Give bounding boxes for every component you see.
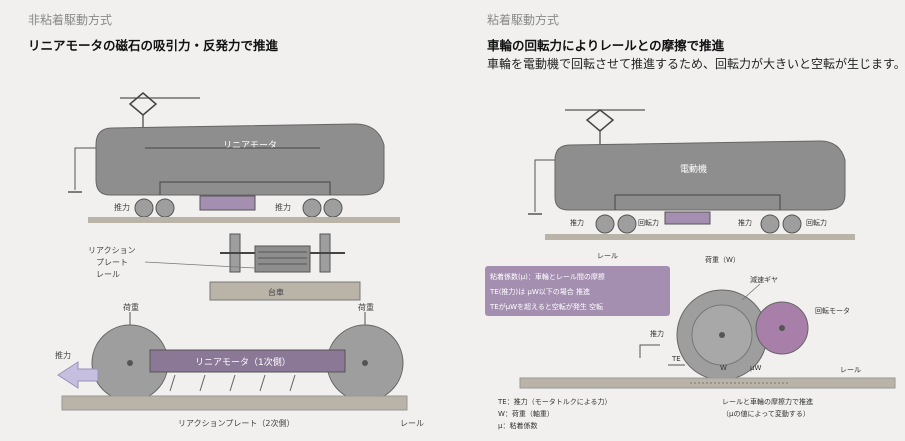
left-kicker: 非粘着駆動方式 (28, 13, 113, 27)
mu-w-label: μW (750, 364, 761, 372)
motor-box (199, 195, 256, 211)
car-body (554, 140, 846, 211)
right-panel: 粘着駆動方式 車輪の回転力によりレールとの摩擦で推進 車輪を電動機で回転させて推… (460, 0, 905, 441)
load-left-label: 荷重 (123, 302, 139, 312)
w-label: W (720, 364, 727, 372)
wheel-icon (155, 198, 175, 218)
big-wheels (91, 324, 404, 402)
thrust-arrow-icon (57, 361, 99, 389)
rail-label-b: レール (840, 366, 861, 374)
left-heading: リニアモータの磁石の吸引力・反発力で推進 (28, 38, 279, 53)
wheel-right-label: 推力 (275, 202, 291, 212)
wheel-icon (595, 214, 615, 234)
wheel-icon (782, 214, 802, 234)
te-label: TE (671, 355, 681, 363)
label-thrust-b: 推力 (738, 218, 752, 227)
label-thrust-a: 推力 (570, 218, 584, 227)
legend-3: μ：粘着係数 (498, 421, 537, 430)
right-heading: 車輪の回転力によりレールとの摩擦で推進 (487, 38, 725, 53)
rail (61, 395, 408, 411)
info-box (485, 266, 670, 316)
wheel-icon (302, 198, 322, 218)
adhesion-drive-diagram: 電動機 推力 回転力 推力 回転力 レール 荷重（W） 粘着係数(μ)：車輪とレ… (485, 109, 896, 430)
legend-1: TE：推力（モータトルクによる力） (497, 397, 612, 406)
wheel-icon (617, 214, 637, 234)
info-line-3: TEがμWを超えると空転が発生 空転 (489, 302, 603, 311)
gear-label: 減速ギヤ (750, 275, 778, 284)
wheel-icon (323, 198, 343, 218)
bogie-plate (209, 281, 361, 301)
load-label: 荷重（W） (705, 255, 740, 264)
info-line-2: TE(推力)は μW以下の場合 推進 (489, 287, 590, 296)
right-thrust-label: 推力 (650, 329, 664, 338)
pantograph (585, 109, 615, 132)
thrust-label: 推力 (55, 350, 71, 360)
force-arrows (169, 374, 296, 392)
label-rotation-b: 回転力 (806, 218, 827, 227)
wheel-icon (760, 214, 780, 234)
info-line-1: 粘着係数(μ)：車輪とレール間の摩擦 (490, 272, 605, 281)
legend-2: W：荷重（軸重） (498, 409, 554, 418)
rail-label: レール (400, 419, 424, 428)
bogie-plate-label: 台車 (268, 287, 284, 297)
motor-box (664, 211, 711, 225)
pantograph (128, 92, 158, 116)
car-body (95, 123, 385, 196)
motor-label: 回転モータ (815, 306, 850, 315)
right-kicker: 粘着駆動方式 (487, 13, 560, 27)
right-note: レールと車輪の摩擦力で推進 （μの値によって変動する） (722, 397, 815, 418)
right-rail-label: レール (597, 252, 618, 260)
track (545, 234, 855, 240)
linear-motor-diagram: リニアモータ 推力 推力 台車 リアクション プ (55, 92, 424, 428)
car-label: リニアモータ (223, 140, 277, 151)
reaction-plate-label: リアクション プレート レール (88, 246, 138, 279)
right-description: 車輪を電動機で回転させて推進するため、回転力が大きいと空転が生じます。 (487, 57, 905, 71)
label-rotation-a: 回転力 (638, 218, 659, 227)
left-bogie (134, 195, 343, 218)
cross-section (209, 233, 361, 301)
track (88, 217, 400, 223)
wheel-icon (134, 198, 154, 218)
bottom-plate-label: リアクションプレート（2次側） (178, 418, 294, 428)
motor-bar (149, 349, 346, 373)
load-right-label: 荷重 (358, 302, 374, 312)
motor-bar-label: リニアモータ（1次側） (195, 356, 291, 368)
wheel-left-label: 推力 (114, 202, 130, 212)
right-car-label: 電動機 (680, 163, 707, 175)
left-panel: 非粘着駆動方式 リニアモータの磁石の吸引力・反発力で推進 リニアモータ 推力 推… (28, 13, 424, 428)
